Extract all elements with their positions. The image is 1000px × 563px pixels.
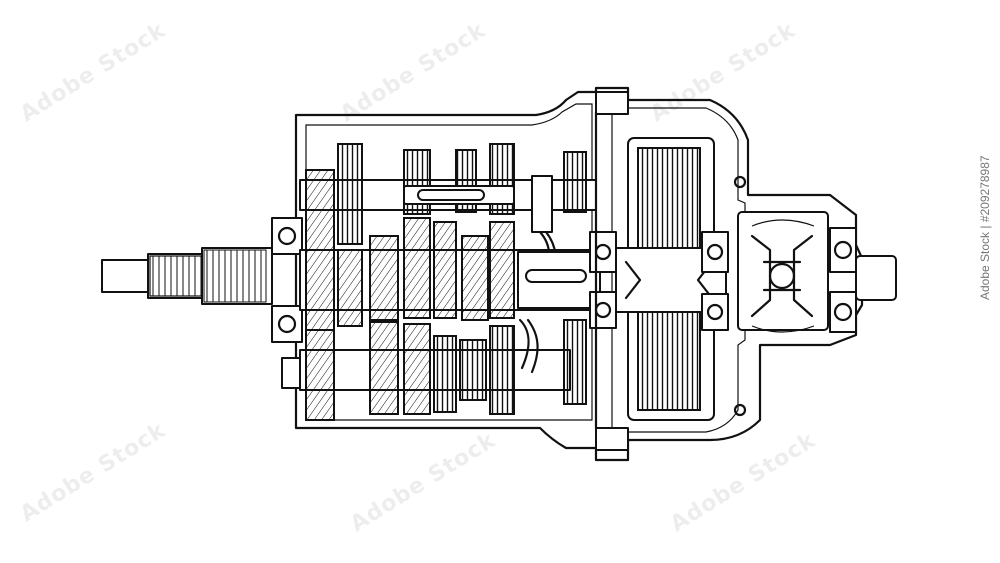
shift-rail-slot xyxy=(417,189,485,201)
gear-3-mid xyxy=(369,235,399,321)
gear-4-mid xyxy=(403,217,431,319)
stock-id-label: Adobe Stock | #209278987 xyxy=(978,155,992,300)
center-bearing-top xyxy=(589,231,617,273)
differential-ring xyxy=(751,219,815,333)
gear-1-top xyxy=(305,169,335,251)
input-shaft-spline xyxy=(149,255,203,297)
gear-1-mid xyxy=(305,249,335,331)
housing-bolt-2 xyxy=(733,403,747,417)
output-gear-top xyxy=(563,151,587,213)
differential-pinion xyxy=(768,262,796,290)
input-shaft-spline-2 xyxy=(203,249,267,303)
output-stub xyxy=(855,255,897,301)
gear-2-bottom xyxy=(337,249,363,327)
clutch-bearing-top xyxy=(701,231,729,273)
clutch-bearing-bottom xyxy=(701,293,729,331)
gear-3-bottom xyxy=(369,321,399,415)
center-bearing-bottom xyxy=(589,291,617,329)
gear-7-mid xyxy=(489,221,515,319)
housing-bolt-1 xyxy=(733,175,747,189)
left-bearing-bottom xyxy=(271,305,303,343)
housing-boss-bottom xyxy=(595,427,629,451)
gear-7-bottom xyxy=(489,325,515,415)
gear-6-mid xyxy=(461,235,489,321)
gear-6-bottom xyxy=(459,339,487,401)
differential-housing xyxy=(737,211,829,331)
gear-1-bottom xyxy=(305,329,335,421)
gear-5-bottom xyxy=(433,335,457,413)
shift-fork xyxy=(531,175,553,233)
gear-5-mid xyxy=(433,221,457,319)
output-gear-bottom xyxy=(563,319,587,405)
gear-4-bottom xyxy=(403,323,431,415)
output-shaft-slot xyxy=(525,269,587,283)
fork-arm-lower xyxy=(518,318,539,374)
housing-boss-top xyxy=(595,91,629,115)
input-shaft-stub xyxy=(101,259,151,293)
gear-2-top xyxy=(337,143,363,245)
left-bearing-top xyxy=(271,217,303,255)
